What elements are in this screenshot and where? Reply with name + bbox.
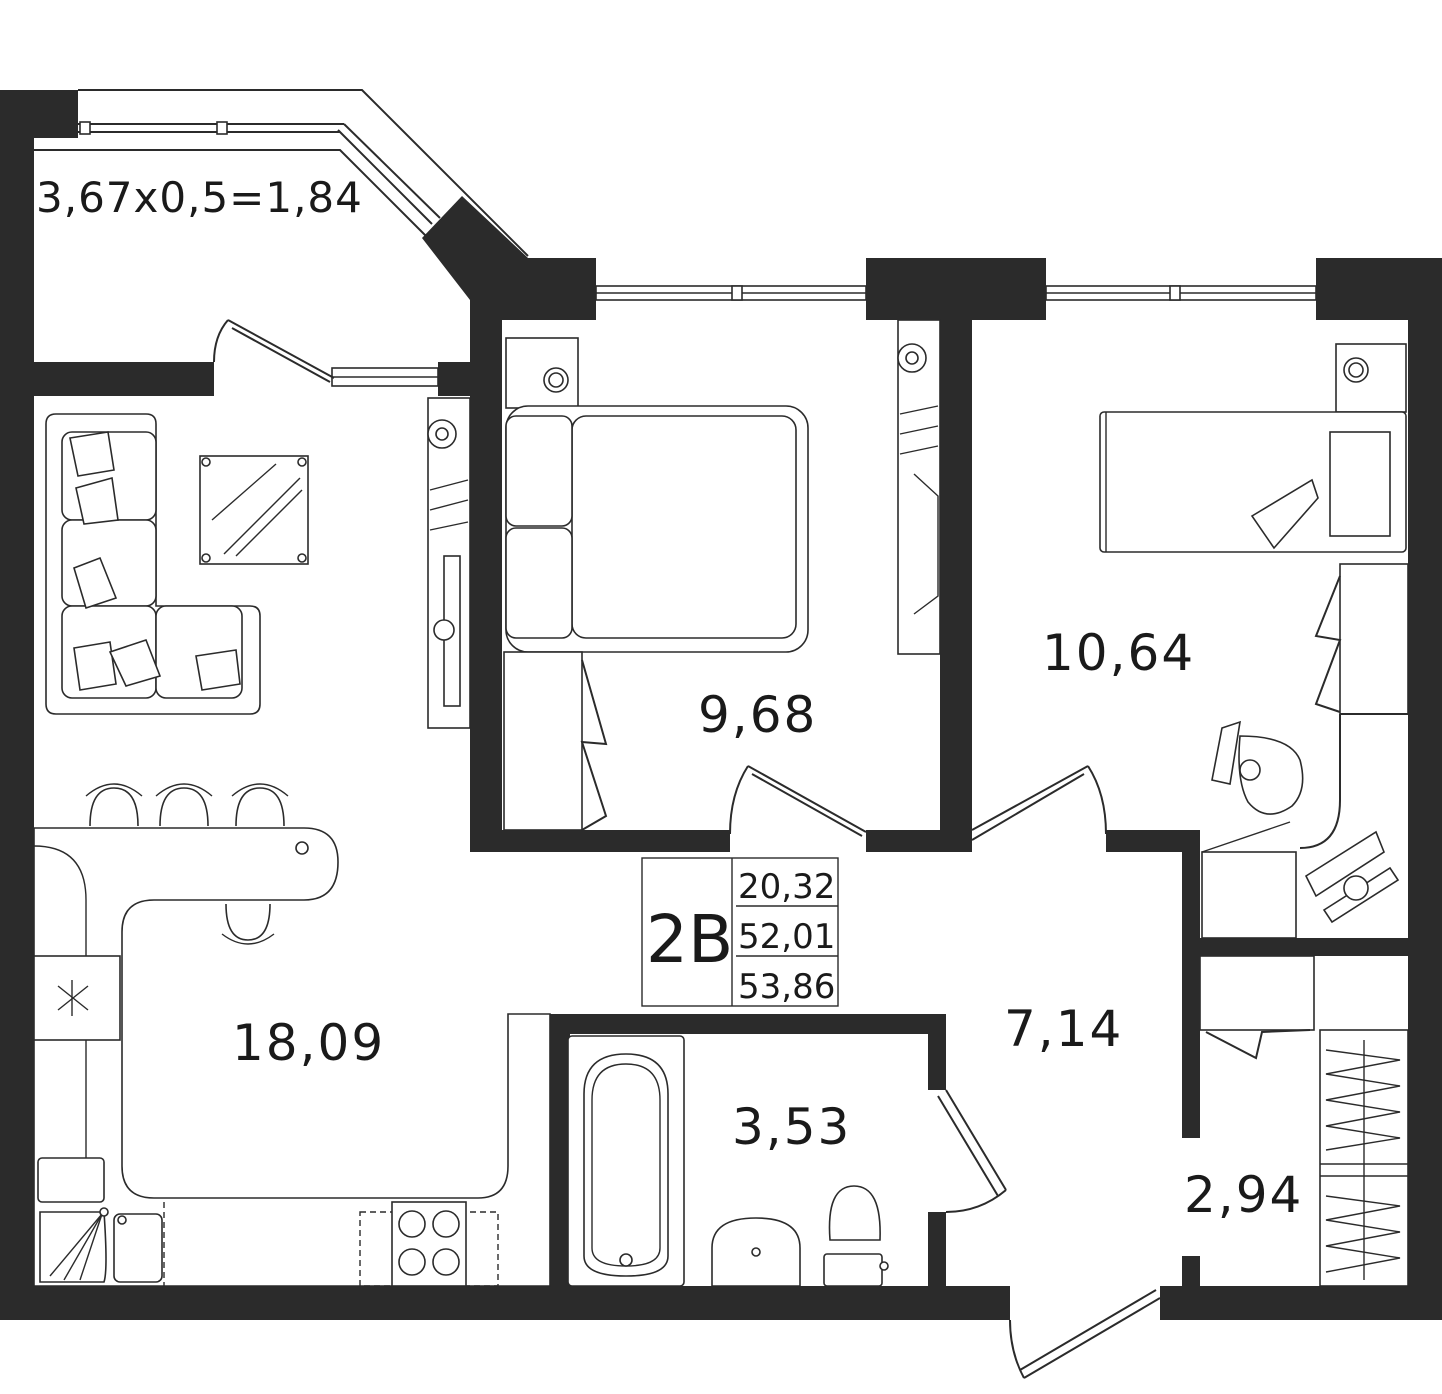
total-area: 52,01 [738, 917, 835, 957]
bathroom-area-label: 3,53 [732, 1098, 851, 1156]
balcony-area-label: 3,67x0,5=1,84 [36, 173, 363, 222]
storage-furniture [1199, 955, 1409, 1287]
living-furniture [33, 397, 551, 1287]
room2-furniture [1099, 343, 1409, 939]
storage-area-label: 2,94 [1184, 1166, 1303, 1224]
living-area-total: 20,32 [738, 867, 835, 907]
apartment-info-box: 2В 20,32 52,01 53,86 [641, 857, 839, 1007]
apartment-code: 2В [646, 901, 733, 978]
windows [34, 89, 1317, 387]
bathroom-furniture [567, 1035, 889, 1287]
room2-area-label: 10,64 [1042, 624, 1195, 682]
bedroom-furniture [503, 319, 941, 831]
total-area-with-balcony: 53,86 [738, 967, 835, 1007]
living-kitchen-area-label: 18,09 [232, 1014, 385, 1072]
hall-area-label: 7,14 [1004, 1000, 1123, 1058]
walls [0, 90, 1442, 1320]
doors [213, 319, 1161, 1379]
bedroom-area-label: 9,68 [698, 686, 817, 744]
